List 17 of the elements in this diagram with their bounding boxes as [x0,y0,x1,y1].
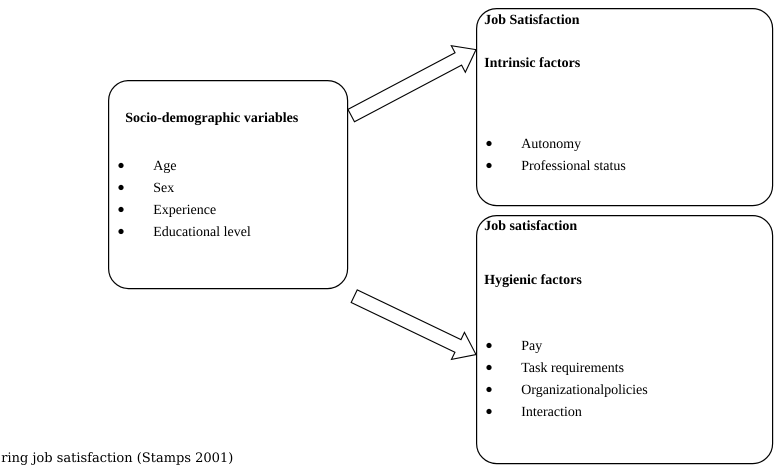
heading: Job Satisfaction [484,14,580,24]
bullet-item: Educational level [154,226,251,236]
bullet-item: Task requirements [521,362,624,375]
bullet-item: Age [153,160,176,174]
bullet-item: Autonomy [521,138,582,152]
bullet-item: Interaction [522,406,582,416]
bullet-item: Experience [154,204,216,217]
heading: Job satisfaction [484,220,577,230]
block-arrow [347,44,477,122]
heading: Intrinsic factors [484,57,580,68]
caption: ring job satisfaction (Stamps 2001) [2,452,232,465]
bullet-item: Pay [522,340,542,354]
bullet-item: Organizationalpolicies [522,384,648,398]
bullet-item: Sex [154,182,174,192]
heading: Hygienic factors [484,274,582,288]
heading: Socio-demographic variables [126,112,298,126]
bullet-item: Professional status [522,160,626,170]
